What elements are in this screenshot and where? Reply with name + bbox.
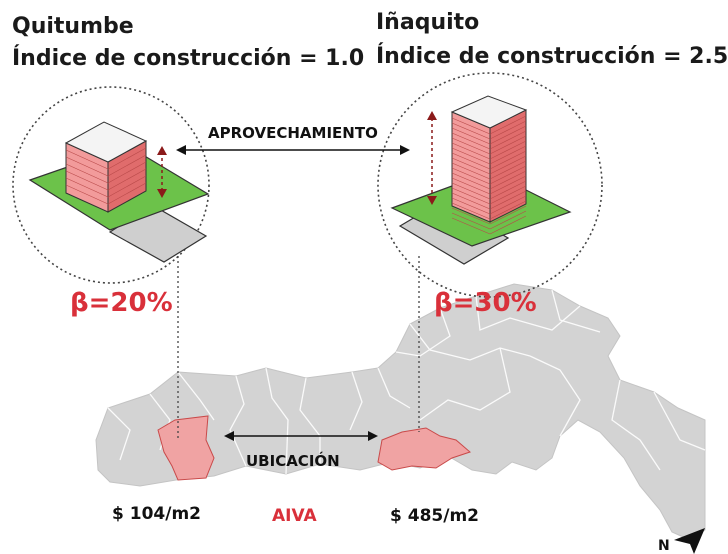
quitumbe-beta: β=20% [70,288,173,318]
left-detail-circle [12,86,210,284]
inaquito-price: $ 485/m2 [390,506,479,526]
city-map [95,283,706,541]
quitumbe-title: Quitumbe [12,14,134,39]
right-building-roof [450,95,528,129]
ubicacion-arrow [224,431,378,441]
aprovechamiento-label: APROVECHAMIENTO [206,124,380,142]
aiva-label: AIVA [272,506,317,526]
aprovechamiento-arrow [176,145,410,155]
quitumbe-price: $ 104/m2 [112,504,201,524]
diagram-graphics [12,72,706,554]
left-parcel [28,121,210,263]
inaquito-index: Índice de construcción = 2.5 [376,44,728,69]
inaquito-title: Iñaquito [376,10,480,35]
quitumbe-index: Índice de construcción = 1.0 [12,46,365,71]
north-arrow-icon [674,528,705,554]
ubicacion-label: UBICACIÓN [246,452,340,470]
right-parcel [390,95,572,265]
quitumbe-district [157,415,215,481]
inaquito-district [377,427,471,471]
diagram-canvas: Quitumbe Índice de construcción = 1.0 Iñ… [12,10,728,554]
right-detail-circle [377,72,603,298]
inaquito-beta: β=30% [434,288,537,318]
north-label: N [658,538,670,554]
left-building-roof [64,121,148,163]
